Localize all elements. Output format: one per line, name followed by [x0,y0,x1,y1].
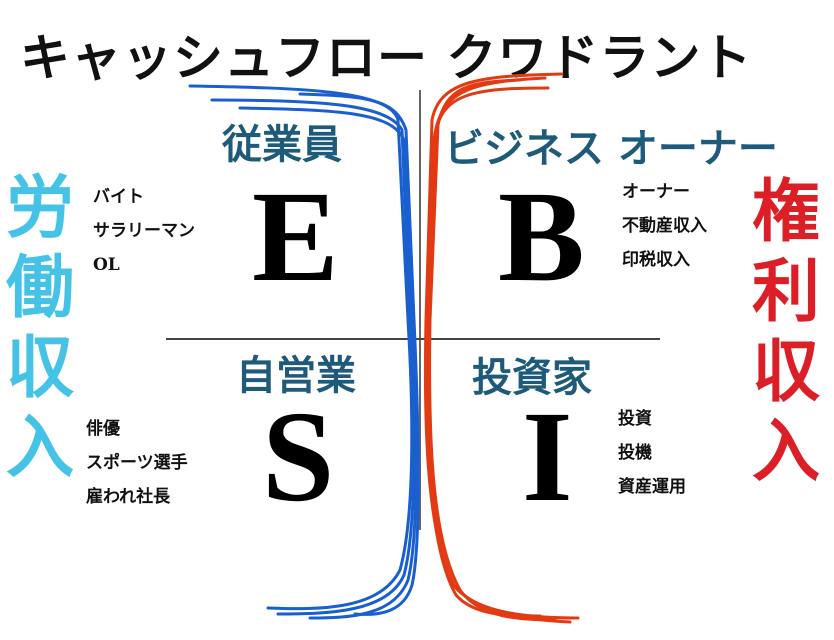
quadrant-s-label: 自営業 [236,352,356,399]
quadrant-b-letter: B [498,165,585,309]
quadrant-i-label: 投資家 [472,354,592,401]
example-item: 投機 [618,443,652,463]
vertical-divider [419,90,421,530]
example-item: 資産運用 [618,477,686,497]
quadrant-b-examples: オーナー 不動産収入 印税収入 [622,175,707,277]
example-item: 雇われ社長 [86,487,171,507]
example-item: 俳優 [86,419,120,439]
rights-income-label: 権利収入 [746,172,826,492]
labor-income-label: 労働収入 [0,168,80,488]
quadrant-b-label: ビジネス オーナー [444,125,778,172]
example-item: サラリーマン [93,221,195,241]
labor-income-text: 労働収入 [5,168,74,488]
example-item: 不動産収入 [622,216,707,236]
example-item: 投資 [618,409,652,429]
quadrant-s-letter: S [262,385,335,529]
red-flow-icon [423,72,580,624]
example-item: OL [93,255,120,275]
quadrant-e-label: 従業員 [222,121,342,168]
example-item: バイト [93,187,144,207]
example-item: オーナー [622,182,690,202]
rights-income-text: 権利収入 [751,172,820,492]
quadrant-e-letter: E [252,165,339,309]
quadrant-i-letter: I [522,385,573,529]
example-item: 印税収入 [622,250,690,270]
quadrant-s-examples: 俳優 スポーツ選手 雇われ社長 [86,412,188,514]
quadrant-i-examples: 投資 投機 資産運用 [618,402,686,504]
blue-flow-icon [188,84,420,620]
example-item: スポーツ選手 [86,453,188,473]
quadrant-e-examples: バイト サラリーマン OL [93,180,195,282]
page-title: キャッシュフロー クワドラント [20,28,753,87]
